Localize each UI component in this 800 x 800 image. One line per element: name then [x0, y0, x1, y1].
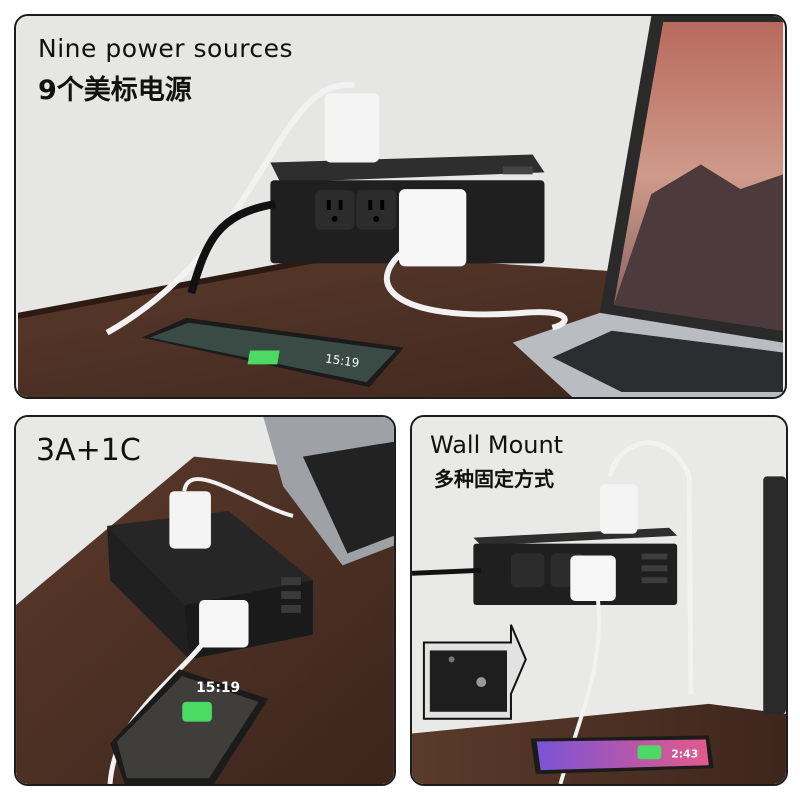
phone-clock-a: 15:19 — [324, 351, 360, 370]
usb-ports-illustration: 15:19 — [16, 417, 394, 784]
phone-clock-b: 15:19 — [196, 680, 240, 696]
monitor-edge — [763, 476, 786, 714]
wall-mount-illustration: 2:43 — [412, 417, 786, 784]
phone-clock-c: 2:43 — [671, 747, 698, 760]
usb-adapter-top — [599, 484, 638, 534]
panel-wall-mount: 2:43 Wall Mount 多种固定方式 — [410, 415, 788, 786]
headline-chinese: 多种固定方式 — [434, 467, 554, 491]
headline-chinese: 9个美标电源 — [38, 75, 192, 106]
usb-adapter-front — [199, 600, 249, 648]
headline-english: Nine power sources — [38, 34, 294, 63]
headline-english: Wall Mount — [430, 431, 564, 459]
power-strip — [107, 510, 313, 605]
headline-english: 3A+1C — [36, 433, 141, 468]
usb-adapter-front — [399, 189, 467, 267]
usb-adapter-top — [169, 491, 211, 549]
panel-3a-1c: 15:19 3A+1C — [14, 415, 396, 786]
panel-nine-power-sources: 15:19 Nine power sources 9个美标电源 — [14, 14, 787, 399]
usb-adapter-top — [324, 93, 380, 163]
desk-scene-illustration: 15:19 — [18, 16, 783, 397]
usb-adapter-front — [570, 555, 616, 601]
